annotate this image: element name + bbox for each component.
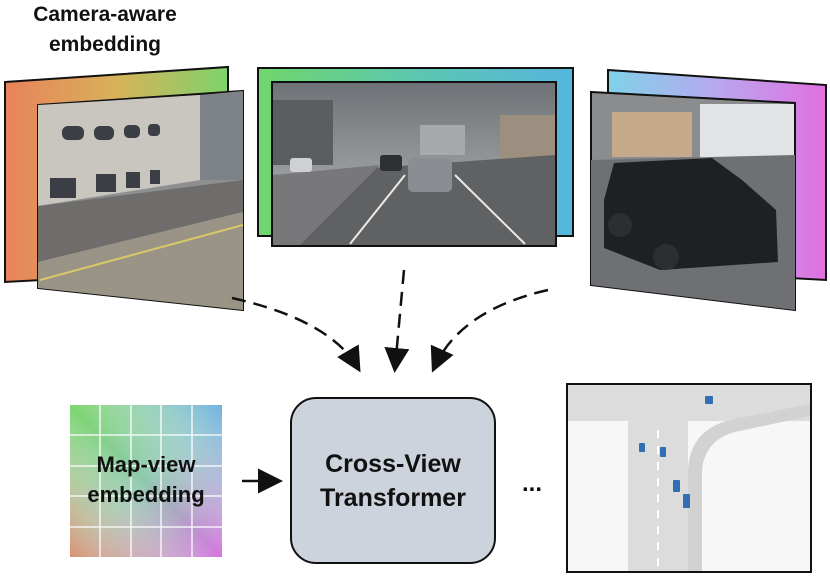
camera-label-line1: Camera-aware — [33, 3, 177, 26]
dashed-arrow-icon — [231, 296, 361, 373]
map-view-embedding-label: Map-view embedding — [70, 450, 222, 510]
map-label-line2: embedding — [87, 482, 205, 507]
dashed-arrow-icon — [430, 288, 549, 373]
map-view-embedding-square — [70, 405, 222, 557]
bev-output-map — [566, 383, 812, 573]
left-camera-panel — [4, 65, 244, 312]
continuation-ellipsis: ... — [522, 470, 543, 497]
map-label-line1: Map-view — [96, 452, 196, 477]
transformer-label: Cross-View Transformer — [320, 447, 466, 515]
transformer-label-line2: Transformer — [320, 483, 466, 512]
transformer-label-line1: Cross-View — [325, 449, 461, 478]
camera-label-line2: embedding — [48, 33, 161, 56]
center-camera-panel — [257, 67, 574, 247]
cross-view-transformer-box: Cross-View Transformer — [290, 397, 496, 564]
right-camera-panel — [590, 68, 827, 312]
camera-aware-embedding-label: Camera-aware embedding — [0, 0, 210, 60]
dashed-arrow-icon — [384, 269, 410, 373]
